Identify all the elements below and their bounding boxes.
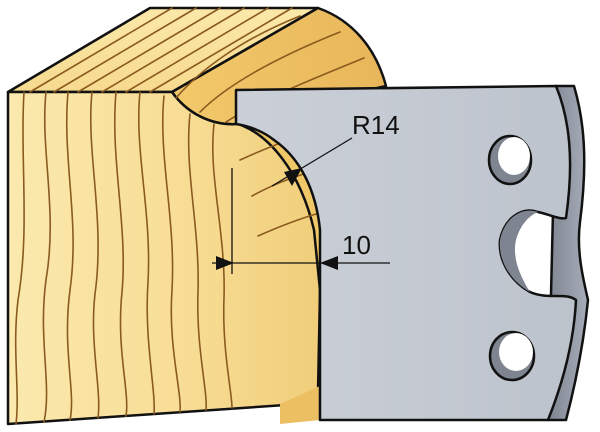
dimension-arrows — [216, 168, 338, 270]
radius-label: R14 — [352, 110, 400, 140]
mounting-hole-bottom — [488, 330, 536, 382]
mounting-hole-top — [487, 134, 533, 186]
arrow-radius — [284, 168, 302, 186]
knife-blade — [234, 84, 590, 422]
wood-block — [6, 6, 388, 426]
arrow-right — [320, 256, 338, 270]
wood-grain — [14, 7, 365, 425]
arrow-left — [216, 256, 234, 270]
wood-bottom-step — [280, 386, 320, 424]
width-label: 10 — [342, 230, 371, 260]
radius-leader-line — [271, 137, 353, 187]
wood-front-face — [6, 90, 322, 426]
center-notch-shade — [499, 210, 538, 292]
dimension-lines — [212, 137, 390, 274]
